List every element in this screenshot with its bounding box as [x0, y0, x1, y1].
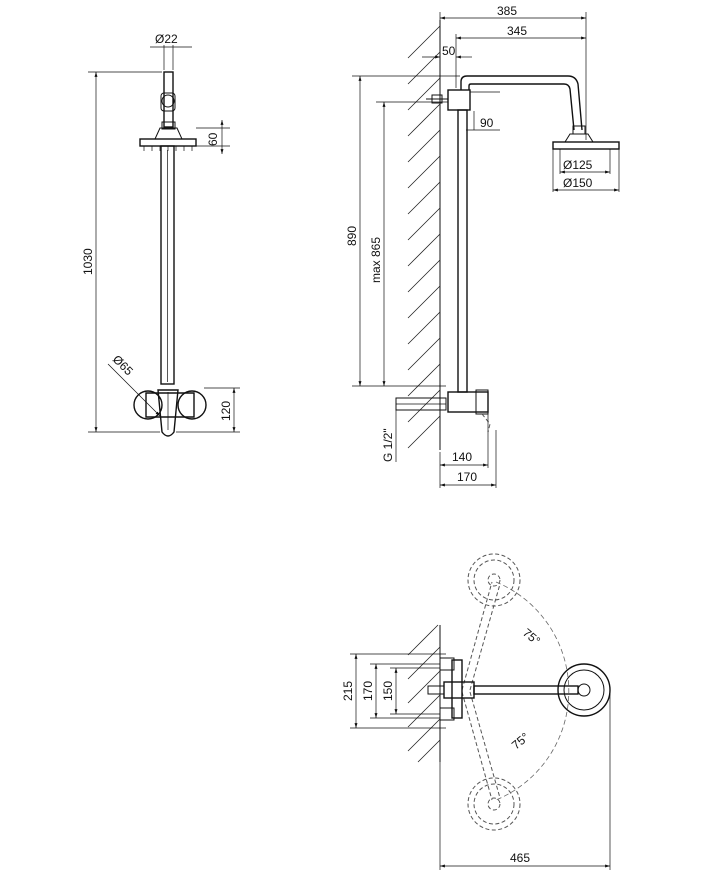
side-view: 385 345 50 90 Ø125 — [345, 4, 620, 488]
dim-head-height-label: 60 — [206, 132, 220, 146]
dim-pipe-diameter: Ø22 — [150, 32, 192, 70]
dim-wall-offset-label: 50 — [442, 44, 456, 58]
dim-bracket-drop-label: 90 — [480, 116, 494, 130]
dim-max-height: max 865 — [369, 101, 448, 386]
dim-head-outer-label: Ø150 — [563, 176, 593, 190]
dim-total-height-label: 1030 — [81, 248, 95, 275]
dim-mixer-diameter-label: Ø65 — [110, 352, 136, 378]
dim-thread-label: G 1/2" — [381, 428, 395, 462]
dim-total-reach: 385 — [439, 4, 587, 140]
dim-mixer-total-depth-label: 170 — [457, 470, 477, 484]
dim-pipe-diameter-label: Ø22 — [155, 32, 178, 46]
dim-head-height: 60 — [196, 120, 230, 154]
ghost-arm-top — [461, 553, 521, 691]
dim-mixer-depth-label: 140 — [452, 450, 472, 464]
front-mixer — [133, 389, 207, 437]
dim-total-height: 1030 — [81, 71, 162, 433]
dim-head-diameters: Ø125 Ø150 — [552, 149, 620, 192]
dim-head-inner-label: Ø125 — [563, 158, 593, 172]
dim-top-widths: 215 170 150 — [341, 653, 446, 729]
dim-arm-reach-label: 345 — [507, 24, 527, 38]
dim-width-mid-label: 170 — [361, 681, 375, 701]
dim-wall-offset: 50 — [422, 44, 472, 59]
swing-angle-bottom-label: 75° — [509, 730, 532, 753]
swing-arc — [495, 581, 570, 801]
dim-thread: G 1/2" — [381, 398, 397, 462]
top-arm — [473, 663, 611, 717]
dim-total-length: 465 — [439, 690, 611, 870]
dim-max-height-label: max 865 — [369, 237, 383, 283]
side-wall — [407, 20, 441, 450]
dim-inlet-height-label: 890 — [345, 226, 359, 246]
side-shower-column — [395, 75, 620, 433]
dim-inlet-height: 890 — [345, 75, 460, 387]
dim-mixer-height-label: 120 — [219, 401, 233, 421]
front-view: Ø22 60 1030 Ø65 120 — [81, 32, 240, 437]
ghost-arm-bottom — [461, 691, 521, 831]
dim-total-length-label: 465 — [510, 851, 530, 865]
dim-mixer-depths: 140 170 — [439, 414, 497, 488]
dim-width-outer-label: 215 — [341, 681, 355, 701]
dim-bracket-drop: 90 — [466, 91, 500, 131]
dim-total-reach-label: 385 — [497, 4, 517, 18]
dim-arm-reach: 345 — [455, 24, 586, 88]
top-mixer — [427, 657, 475, 721]
top-view: 75° 75° 215 170 150 465 — [341, 553, 611, 870]
swing-angle-top-label: 75° — [520, 626, 543, 649]
front-shower-column — [139, 71, 197, 385]
dim-mixer-height: 120 — [176, 387, 240, 433]
dim-width-inner-label: 150 — [381, 681, 395, 701]
